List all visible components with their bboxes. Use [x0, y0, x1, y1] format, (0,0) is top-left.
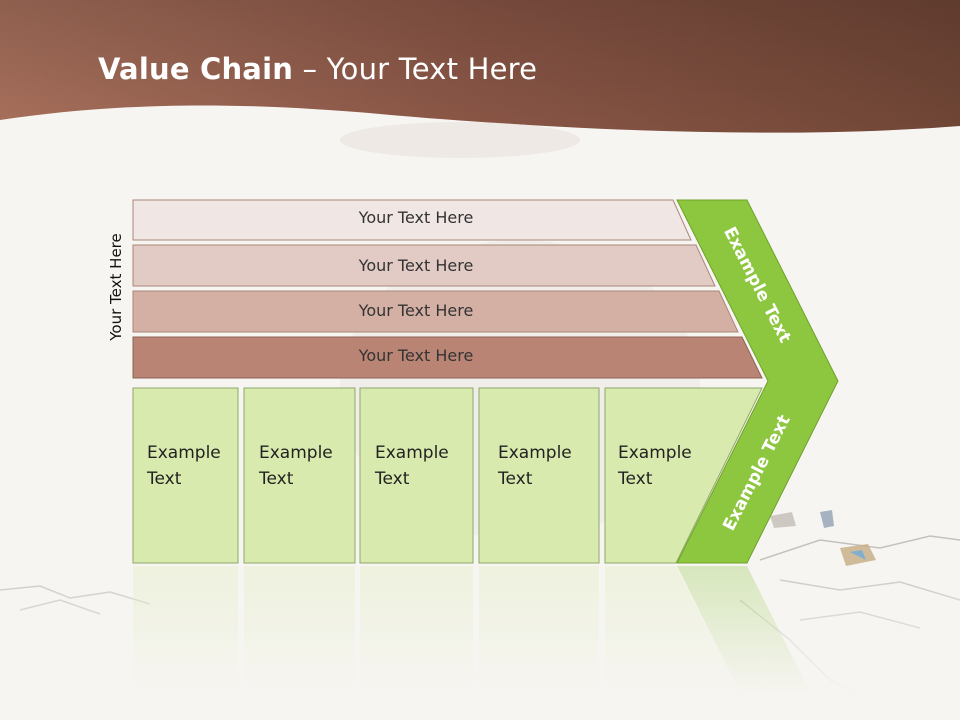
- primary-box-1-line1: Example: [147, 443, 221, 463]
- slide-title: Value Chain – Your Text Here: [98, 52, 537, 86]
- primary-box-2-label: Example Text: [259, 440, 333, 492]
- support-row-3: [132, 290, 739, 333]
- support-row-1-label: Your Text Here: [358, 208, 474, 227]
- support-row-2-label: Your Text Here: [358, 256, 474, 275]
- title-rest: – Your Text Here: [293, 52, 538, 86]
- primary-box-3: [359, 387, 474, 564]
- support-row-1: [132, 199, 692, 241]
- support-activities-label: Your Text Here: [107, 233, 125, 341]
- primary-box-5: [604, 387, 763, 564]
- primary-box-4-line1: Example: [498, 443, 572, 463]
- primary-box-4: [478, 387, 600, 564]
- primary-box-1: [132, 387, 239, 564]
- primary-box-4-line2: Text: [498, 469, 533, 489]
- primary-box-1-label: Example Text: [147, 440, 221, 492]
- title-bold: Value Chain: [98, 52, 294, 86]
- primary-box-2: [243, 387, 356, 564]
- support-row-3-label: Your Text Here: [358, 301, 474, 320]
- primary-box-1-line2: Text: [147, 469, 182, 489]
- margin-arrow: [676, 199, 839, 564]
- primary-box-3-line1: Example: [375, 443, 449, 463]
- primary-box-2-line2: Text: [259, 469, 294, 489]
- primary-box-5-line2: Text: [618, 469, 653, 489]
- support-row-4-label: Your Text Here: [358, 346, 474, 365]
- primary-box-2-line1: Example: [259, 443, 333, 463]
- primary-box-3-line2: Text: [375, 469, 410, 489]
- primary-box-3-label: Example Text: [375, 440, 449, 492]
- support-row-2: [132, 244, 716, 287]
- support-row-4: [132, 336, 763, 379]
- primary-box-5-label: Example Text: [618, 440, 692, 492]
- primary-box-5-line1: Example: [618, 443, 692, 463]
- ground-shards: [770, 510, 876, 566]
- primary-box-4-label: Example Text: [498, 440, 572, 492]
